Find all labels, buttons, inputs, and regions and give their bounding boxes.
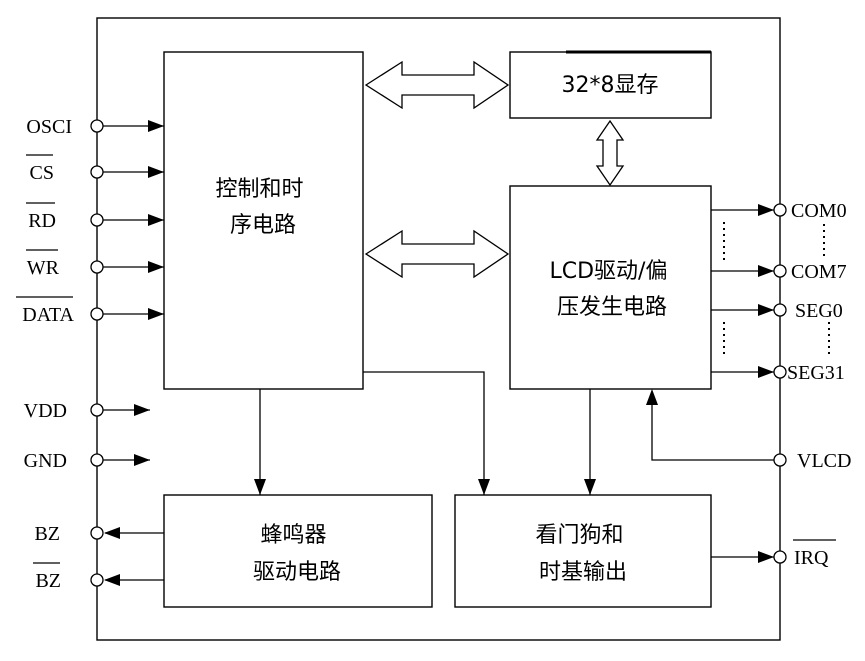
pin-label-vlcd: VLCD bbox=[797, 450, 851, 472]
control-block-line-2: 序电路 bbox=[230, 213, 296, 238]
watchdog-timebase-block: 看门狗和 时基输出 bbox=[454, 494, 712, 608]
pin-seg31: SEG31 bbox=[711, 362, 845, 384]
pin-data: DATA bbox=[16, 296, 164, 326]
connection-control-to-buzzer bbox=[254, 389, 266, 495]
pin-label-bz-bar: BZ bbox=[35, 570, 61, 592]
pin-vlcd: VLCD bbox=[646, 389, 851, 472]
pin-gnd: GND bbox=[24, 450, 150, 472]
pin-wr: WR bbox=[26, 249, 164, 279]
svg-text:蜂鸣器 驱动电路: 蜂鸣器 驱动电路 bbox=[253, 523, 341, 585]
buzzer-driver-block: 蜂鸣器 驱动电路 bbox=[163, 494, 433, 608]
pin-bz: BZ bbox=[34, 523, 164, 545]
pin-label-gnd: GND bbox=[24, 450, 67, 472]
svg-text:看门狗和 时基输出: 看门狗和 时基输出 bbox=[535, 523, 630, 585]
buzzer-block-line-1: 蜂鸣器 bbox=[260, 523, 326, 548]
svg-text:控制和时 序电路: 控制和时 序电路 bbox=[215, 177, 310, 238]
pin-label-seg0: SEG0 bbox=[795, 300, 843, 322]
control-timing-block: 控制和时 序电路 bbox=[163, 51, 364, 390]
lcd-driver-block: LCD驱动/偏 压发生电路 bbox=[509, 185, 712, 390]
pin-label-osci: OSCI bbox=[26, 116, 72, 138]
pin-seg0: SEG0 bbox=[711, 300, 843, 322]
pin-vdd: VDD bbox=[24, 400, 150, 422]
watchdog-block-line-1: 看门狗和 bbox=[535, 523, 623, 548]
pin-label-com7: COM7 bbox=[791, 261, 847, 283]
bus-arrow-control-to-lcd bbox=[364, 229, 510, 279]
pin-label-com0: COM0 bbox=[791, 200, 847, 222]
control-block-line-1: 控制和时 bbox=[215, 177, 303, 202]
pin-label-vdd: VDD bbox=[24, 400, 67, 422]
pin-irq: IRQ bbox=[711, 539, 836, 569]
pin-label-cs: CS bbox=[30, 162, 54, 184]
connection-lcd-to-watchdog bbox=[584, 389, 596, 495]
lcd-driver-line-2: 压发生电路 bbox=[557, 295, 667, 320]
chip-outline bbox=[96, 17, 781, 641]
display-ram-label: 32*8显存 bbox=[562, 73, 659, 98]
display-ram-block: 32*8显存 bbox=[509, 50, 712, 119]
pin-osci: OSCI bbox=[26, 116, 164, 138]
lcd-driver-line-1: LCD驱动/偏 bbox=[550, 259, 668, 284]
pin-rd: RD bbox=[26, 202, 164, 232]
pin-label-seg31: SEG31 bbox=[787, 362, 845, 384]
svg-text:32*8显存: 32*8显存 bbox=[562, 73, 659, 98]
pin-label-data: DATA bbox=[22, 304, 74, 326]
pin-bz-bar: BZ bbox=[33, 562, 164, 592]
connection-control-to-watchdog bbox=[363, 371, 490, 495]
svg-text:LCD驱动/偏 压发生电路: LCD驱动/偏 压发生电路 bbox=[550, 259, 675, 320]
pin-com7: COM7 bbox=[711, 261, 847, 283]
pin-com0: COM0 bbox=[711, 200, 847, 222]
bus-arrow-ram-to-lcd bbox=[595, 119, 625, 187]
pin-label-bz: BZ bbox=[34, 523, 60, 545]
pin-label-rd: RD bbox=[28, 210, 56, 232]
pin-label-wr: WR bbox=[27, 257, 60, 279]
pin-label-irq: IRQ bbox=[794, 547, 829, 569]
pin-cs: CS bbox=[26, 154, 164, 184]
bus-arrow-control-to-ram bbox=[364, 60, 510, 110]
watchdog-block-line-2: 时基输出 bbox=[539, 560, 627, 585]
buzzer-block-line-2: 驱动电路 bbox=[253, 560, 341, 585]
